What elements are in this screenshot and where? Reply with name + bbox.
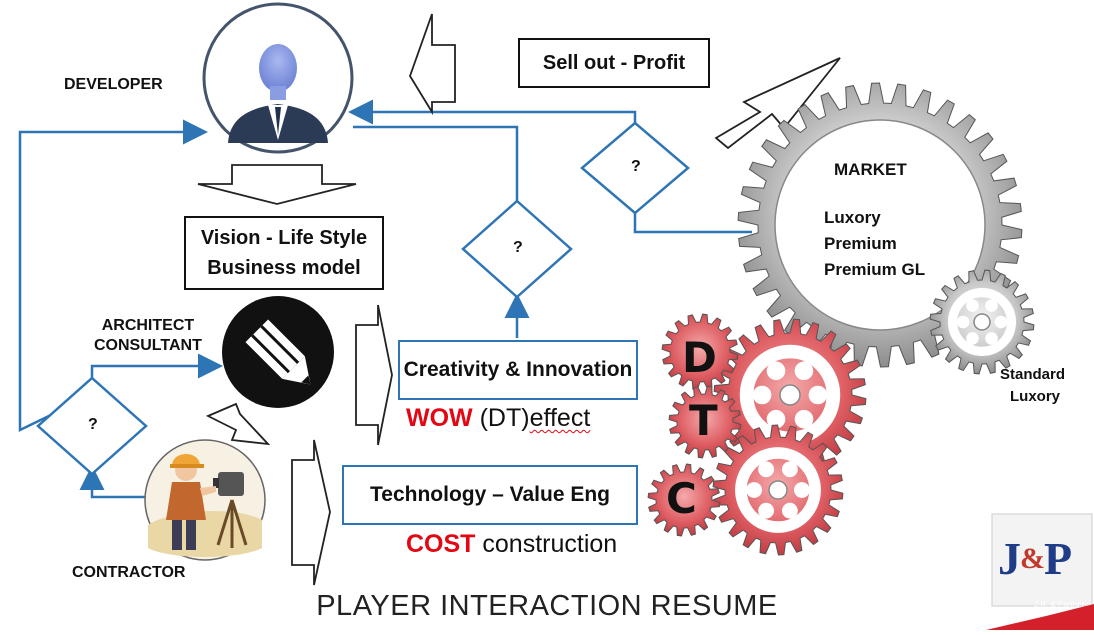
decision-creativity-mark: ? [513,239,523,256]
cost-rest: construction [482,530,618,558]
developer-avatar [202,2,354,154]
cost-tagline: COST construction [406,530,617,559]
decision-creativity [461,199,573,299]
gear-hole [956,315,970,329]
gear-hole [794,482,810,498]
gear-hole [994,315,1008,329]
decision-market-mark: ? [631,158,641,175]
block-arrows [197,13,841,586]
svg-text:&: & [1020,542,1045,575]
cost-word: COST [406,530,476,558]
gear-hub [774,119,986,331]
market-tier-1: Luxory [824,208,881,227]
gear-hole [758,461,774,478]
sell-out-label: Sell out - Profit [542,51,686,74]
gear-hole [746,482,762,498]
wow-tagline: WOW (DT)effect [406,404,590,433]
standard-luxory-label: Standard Luxory [1000,364,1065,408]
pencil-icon [222,296,334,408]
svg-text:J: J [998,533,1021,584]
arrow-right-icon [355,304,393,446]
gear-hole [782,461,798,478]
creativity-label: Creativity & Innovation [403,358,633,381]
wow-dt: (DT) [479,404,530,432]
gear-hole [985,299,998,312]
gear-hole [758,502,774,519]
gear-hole [966,332,979,345]
arrow-down-right-icon [205,402,271,446]
gear-hole [766,409,786,429]
market-tier-3: Premium GL [824,260,926,279]
creativity-box: Creativity & Innovation [398,340,638,400]
vision-box: Vision - Life Style Business model [184,216,384,290]
svg-text:P: P [1044,533,1072,584]
gear-letter-c: C [666,474,697,523]
arrow-right-icon [291,439,331,586]
technology-box: Technology – Value Eng [342,465,638,525]
sell-out-box: Sell out - Profit [518,38,710,88]
gear-hole [766,361,786,381]
standard-gear [929,269,1035,375]
gear-letter-t: T [689,396,718,445]
market-tiers: Luxory Premium Premium GL [824,205,925,283]
logo-caption: J.R. & Partner [1034,600,1085,609]
gear-hole [966,299,979,312]
gear-hole [808,385,828,405]
contractor-avatar [144,439,266,561]
market-title: MARKET [834,160,907,179]
standard-line1: Standard [1000,366,1066,383]
wow-word: WOW [406,404,473,432]
gear-hole [752,385,772,405]
gear-hole [985,332,998,345]
technology-label: Technology – Value Eng [370,483,610,506]
decision-team [36,376,148,476]
page-title: PLAYER INTERACTION RESUME [316,590,778,622]
arrow-down-icon [197,164,357,205]
gear-letter-d: D [682,333,717,382]
gear-hole [794,361,814,381]
arrow-up-right-icon [714,57,841,150]
company-logo: J & P J.R. & Partner [986,512,1094,630]
gear-hub [768,480,788,500]
decision-market [580,121,690,215]
gear-ring [947,287,1017,357]
market-tier-2: Premium [824,234,897,253]
gear-body [647,463,721,537]
developer-label: DEVELOPER [64,76,163,93]
vision-line2: Business model [207,257,361,279]
vision-line1: Vision - Life Style [200,227,368,249]
gear-hole [782,502,798,519]
logo-graphic: J & P [986,513,1094,630]
architect-label: ARCHITECT CONSULTANT [94,316,202,356]
gear-body [661,313,739,391]
red-gears [647,313,867,556]
gear-hole [794,409,814,429]
arrow-left-icon [409,13,456,116]
standard-line2: Luxory [1010,388,1061,405]
contractor-label: CONTRACTOR [72,564,186,581]
gear-ring [735,447,821,533]
wow-effect: effect [529,404,591,432]
decision-team-mark: ? [88,416,98,433]
gear-hub [973,313,991,331]
architect-label-line2: CONSULTANT [94,337,202,354]
gear-body [668,385,742,459]
gear-hub [779,384,801,406]
architect-label-line1: ARCHITECT [101,317,195,334]
